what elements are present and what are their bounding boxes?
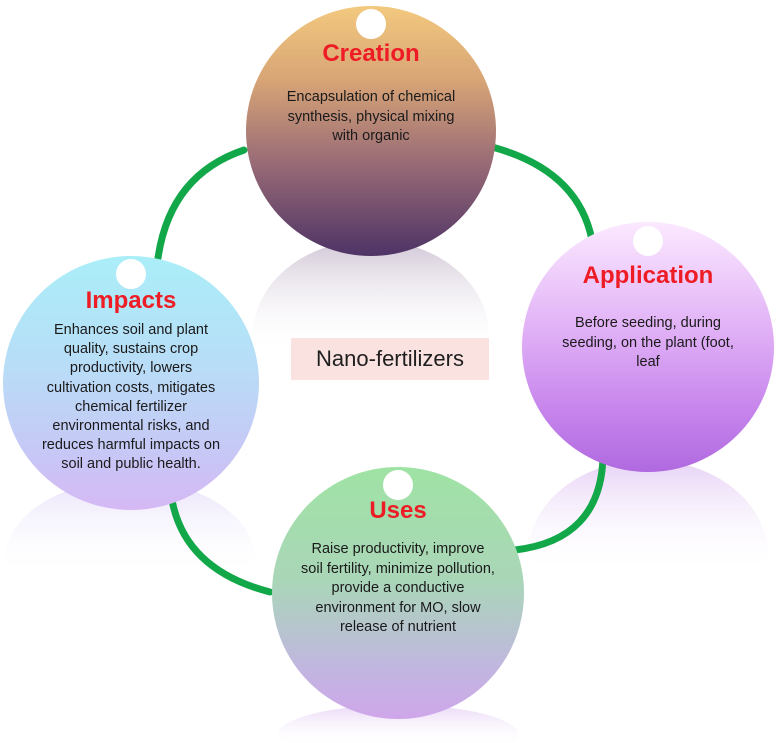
application-body: Before seeding, during seeding, on the p… (562, 315, 734, 370)
impacts-marker-dot (116, 259, 146, 289)
creation-node: Creation Encapsulation of chemical synth… (246, 6, 496, 256)
uses-body: Raise productivity, improve soil fertili… (301, 541, 495, 635)
uses-node: Uses Raise productivity, improve soil fe… (272, 467, 524, 719)
impacts-title: Impacts (85, 287, 177, 314)
creation-reflection (253, 240, 489, 430)
creation-title: Creation (322, 40, 420, 67)
connector-impacts-creation (154, 146, 248, 262)
impacts-node: Impacts Enhances soil and plant quality,… (3, 256, 259, 510)
impacts-body: Enhances soil and plant quality, sustain… (41, 322, 221, 473)
creation-marker-dot (356, 9, 386, 39)
center-label: Nano-fertilizers (291, 338, 489, 380)
connector-creation-application (488, 143, 596, 244)
creation-body: Encapsulation of chemical synthesis, phy… (286, 89, 456, 144)
application-node: Application Before seeding, during seedi… (522, 222, 774, 472)
application-title: Application (582, 262, 714, 289)
impacts-reflection (5, 480, 255, 640)
application-reflection (528, 460, 768, 650)
connector-application-uses (511, 454, 607, 554)
application-marker-dot (633, 226, 663, 256)
uses-reflection (278, 705, 518, 743)
uses-marker-dot (383, 470, 413, 500)
connector-uses-impacts (168, 496, 274, 596)
uses-title: Uses (369, 497, 427, 524)
